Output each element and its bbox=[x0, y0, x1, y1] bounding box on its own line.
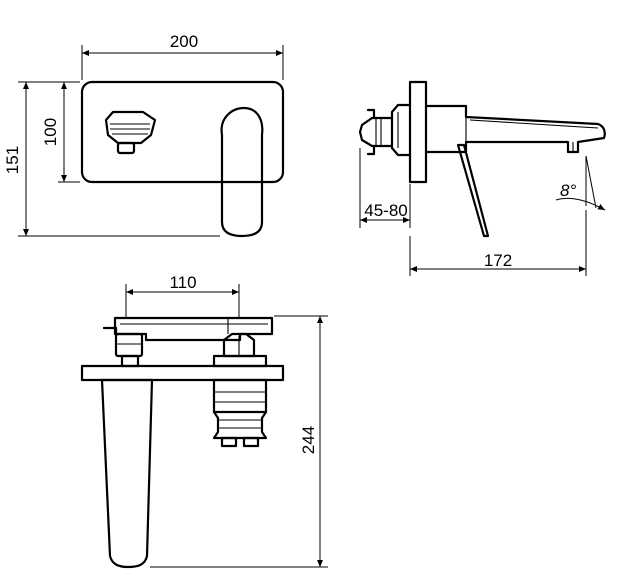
front-wall-plate bbox=[80, 80, 285, 184]
spout-angle: 8° bbox=[555, 155, 606, 211]
top-view: 110 244 bbox=[80, 273, 328, 569]
side-wall-plate bbox=[408, 80, 428, 184]
dim-200: 200 bbox=[81, 32, 284, 80]
dim-172: 172 bbox=[409, 210, 587, 276]
side-rear-body bbox=[390, 103, 412, 157]
dim-172-label: 172 bbox=[484, 251, 512, 270]
top-valve-cartridge bbox=[212, 332, 268, 448]
dim-45-80-label: 45-80 bbox=[364, 201, 407, 220]
angle-label: 8° bbox=[560, 181, 576, 200]
dim-244-label: 244 bbox=[299, 426, 318, 454]
front-diverter-knob bbox=[104, 110, 157, 155]
side-view: 8° 45-80 172 bbox=[358, 80, 606, 276]
front-view: 200 100 151 bbox=[3, 32, 285, 238]
dim-100-label: 100 bbox=[41, 118, 60, 146]
top-wall-plate bbox=[80, 364, 285, 382]
dim-200-label: 200 bbox=[170, 32, 198, 51]
dim-100: 100 bbox=[41, 81, 80, 183]
dim-244: 244 bbox=[150, 315, 328, 568]
dim-110-label: 110 bbox=[169, 273, 196, 292]
dim-110: 110 bbox=[125, 273, 240, 318]
dim-45-80: 45-80 bbox=[359, 148, 411, 228]
side-lever bbox=[456, 143, 490, 238]
top-left-outlet bbox=[102, 326, 144, 368]
side-diverter-knob bbox=[358, 108, 394, 156]
dim-151: 151 bbox=[3, 81, 220, 237]
dim-151-label: 151 bbox=[3, 146, 22, 174]
top-lever-handle bbox=[100, 378, 154, 569]
side-spout bbox=[424, 104, 606, 154]
front-lever-handle bbox=[220, 106, 264, 238]
